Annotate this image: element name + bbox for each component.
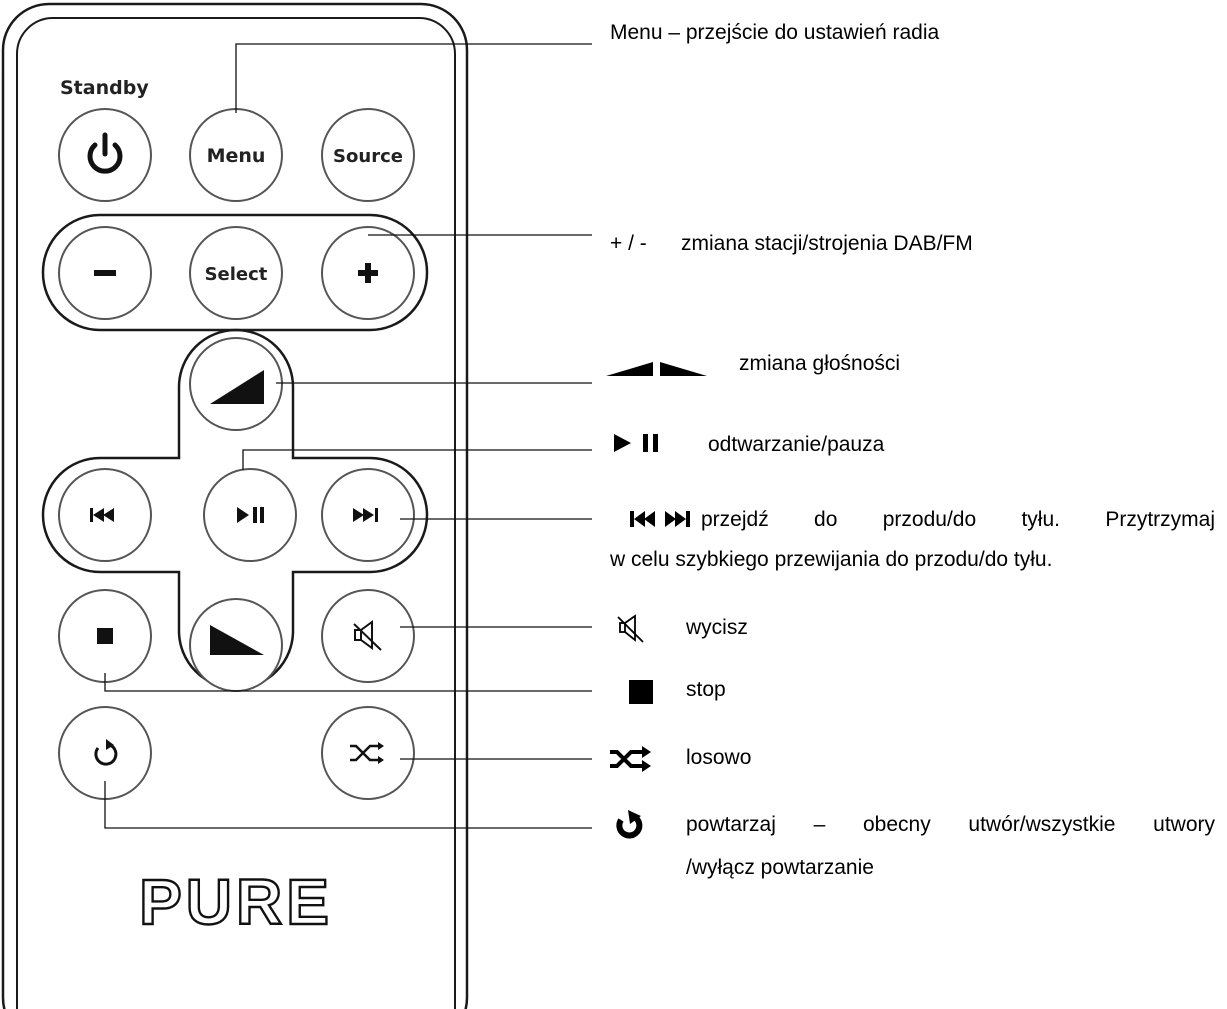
volume-up-icon bbox=[210, 370, 264, 404]
leader-line-play-pause bbox=[242, 449, 592, 470]
legend-mute-icon bbox=[617, 614, 644, 643]
previous-button[interactable] bbox=[58, 468, 152, 562]
shuffle-icon bbox=[350, 742, 384, 764]
select-button-label: Select bbox=[205, 264, 268, 285]
play-pause-button[interactable] bbox=[203, 468, 297, 562]
annotation-stop: stop bbox=[686, 678, 726, 701]
power-icon bbox=[87, 132, 123, 174]
standby-button[interactable] bbox=[58, 108, 152, 202]
brand-logo: PURE bbox=[139, 866, 333, 938]
legend-play-pause-icon bbox=[614, 434, 658, 452]
legend-repeat-icon bbox=[616, 810, 643, 839]
select-button[interactable]: Select bbox=[189, 226, 283, 320]
annotation-menu: Menu – przejście do ustawień radia bbox=[610, 21, 940, 44]
next-button[interactable] bbox=[321, 468, 415, 562]
legend-volume-icon bbox=[606, 362, 707, 376]
stop-icon bbox=[97, 628, 113, 644]
source-button[interactable]: Source bbox=[321, 108, 415, 202]
mute-icon bbox=[353, 620, 382, 651]
plus-icon bbox=[358, 263, 378, 283]
annotation-volume: zmiana głośności bbox=[739, 352, 901, 375]
skip-next-icon bbox=[353, 508, 378, 522]
annotation-repeat-line1: powtarzaj – obecny utwór/wszystkie utwor… bbox=[686, 813, 1215, 836]
leader-line-menu bbox=[235, 43, 592, 113]
volume-down-icon bbox=[210, 625, 264, 655]
annotation-skip-line1: przejdź do przodu/do tyłu. Przytrzymaj bbox=[701, 508, 1215, 531]
annotation-skip-line2: w celu szybkiego przewijania do przodu/d… bbox=[610, 548, 1053, 571]
leader-lines bbox=[104, 43, 592, 829]
annotation-mute: wycisz bbox=[686, 616, 748, 639]
annotation-plus-minus: zmiana stacji/strojenia DAB/FM bbox=[681, 232, 973, 255]
shuffle-button[interactable] bbox=[321, 706, 415, 800]
standby-label: Standby bbox=[60, 77, 149, 99]
mute-button[interactable] bbox=[321, 589, 415, 683]
legend-skip-icon bbox=[630, 511, 690, 527]
legend-stop-icon bbox=[629, 680, 653, 704]
annotation-play-pause: odtwarzanie/pauza bbox=[708, 433, 885, 456]
volume-up-button[interactable] bbox=[189, 337, 283, 431]
annotation-repeat-line2: /wyłącz powtarzanie bbox=[686, 856, 874, 879]
menu-button[interactable]: Menu bbox=[189, 108, 283, 202]
minus-icon bbox=[94, 270, 116, 276]
annotation-plus-minus-symbol: + / - bbox=[610, 232, 647, 255]
menu-button-label: Menu bbox=[207, 145, 266, 167]
play-pause-icon bbox=[237, 507, 264, 523]
legend-shuffle-icon bbox=[610, 746, 651, 772]
source-button-label: Source bbox=[333, 146, 403, 167]
annotation-shuffle: losowo bbox=[686, 746, 752, 769]
leader-line-stop bbox=[104, 673, 592, 692]
volume-down-button[interactable] bbox=[189, 598, 283, 692]
remote-body bbox=[1, 2, 469, 1009]
minus-button[interactable] bbox=[58, 226, 152, 320]
skip-previous-icon bbox=[90, 508, 114, 522]
leader-line-repeat bbox=[104, 781, 592, 829]
stop-button[interactable] bbox=[58, 589, 152, 683]
plus-button[interactable] bbox=[321, 226, 415, 320]
repeat-icon bbox=[94, 739, 118, 766]
